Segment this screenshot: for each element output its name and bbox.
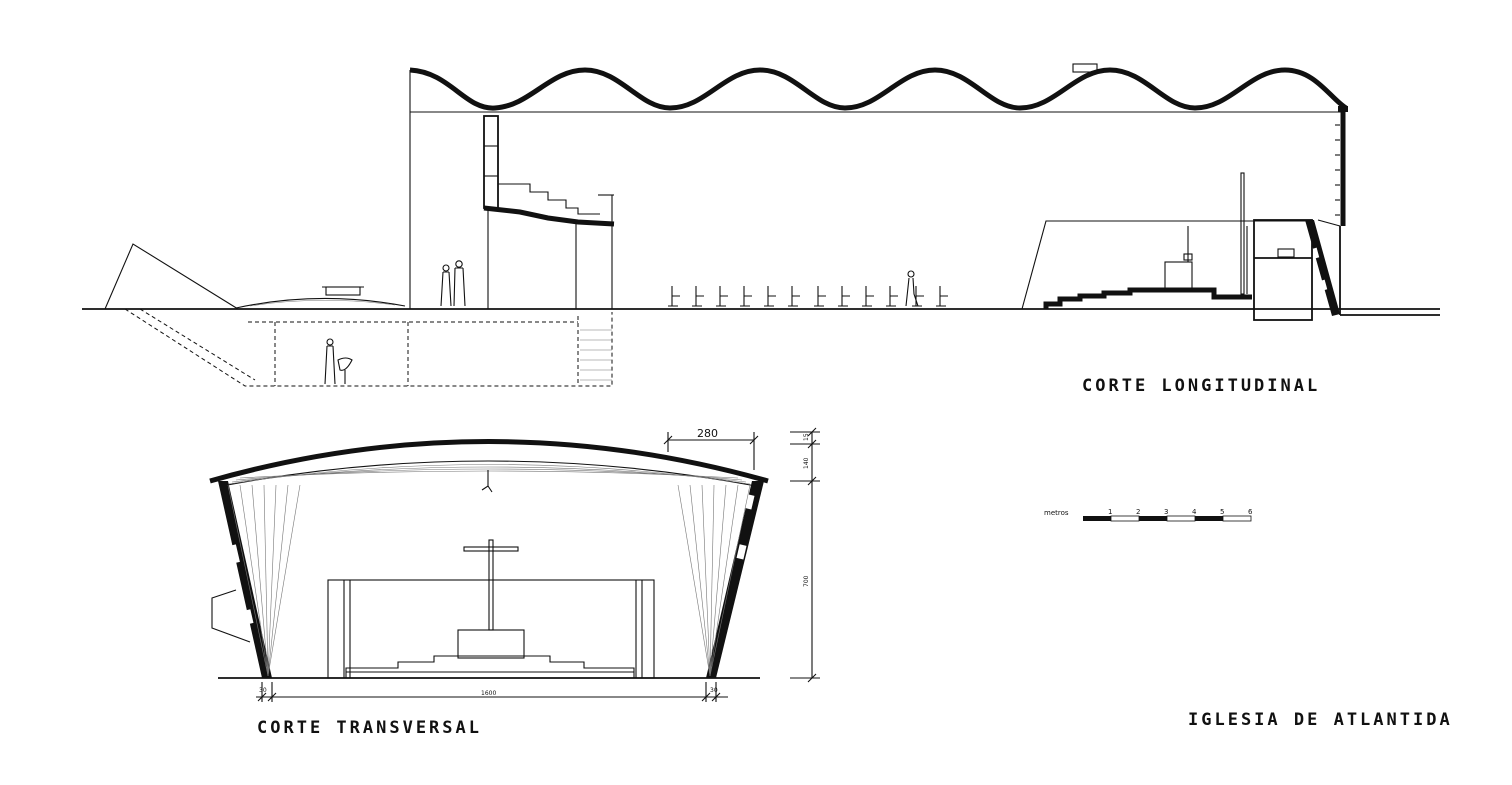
person-at-font-icon [324, 338, 353, 385]
dim-vault-rise-label: 280 [697, 427, 718, 440]
choir-slab [483, 205, 615, 227]
altar-steps-transversal [345, 655, 635, 678]
underground-hatch [580, 329, 612, 381]
title-transversal: CORTE TRANSVERSAL [257, 718, 482, 738]
tall-pole [1240, 172, 1245, 295]
left-triangle [104, 243, 239, 310]
title-building: IGLESIA DE ATLANTIDA [1188, 710, 1453, 730]
right-buttress-openings [1312, 247, 1328, 291]
altar-table [1164, 261, 1193, 291]
left-wall-window-1 [228, 544, 240, 564]
underground-ramp-inner [139, 308, 256, 381]
skylight [325, 286, 361, 296]
scale-bar: metros 1 2 3 4 5 6 [1044, 508, 1253, 522]
right-buttress [1305, 220, 1340, 316]
scale-bar-unit: metros [1044, 509, 1069, 517]
left-wall [218, 481, 272, 678]
dim-vault-rise [663, 432, 759, 470]
dim-vertical [790, 427, 820, 683]
altar-block [457, 629, 525, 659]
light-fan-left [227, 484, 301, 677]
scale-tick-1: 1 [1108, 508, 1112, 516]
scale-tick-4: 4 [1192, 508, 1197, 516]
dim-span-width: 1600 [481, 690, 496, 697]
scale-tick-3: 3 [1164, 508, 1168, 516]
left-wall-window-2 [242, 609, 254, 625]
vault-shading [227, 464, 751, 485]
light-fan-right [677, 484, 751, 677]
baptistery-mound-texture [249, 299, 396, 307]
altar-cross-icon [463, 539, 519, 631]
ceiling-hook [481, 470, 493, 493]
dim-top-thickness: 15 [803, 433, 810, 441]
underground-ramp [124, 308, 613, 387]
dim-wall-height: 700 [803, 575, 810, 587]
right-wall [706, 481, 764, 678]
transversal-vault [209, 439, 769, 484]
baptistery-mound [235, 297, 406, 309]
right-wall-angle [1317, 219, 1341, 227]
scale-tick-5: 5 [1220, 508, 1224, 516]
choir-column [483, 115, 499, 209]
sacristy-box [1253, 219, 1313, 321]
people-standing-icon [440, 260, 466, 307]
side-annex [211, 589, 251, 643]
undulating-roof [409, 67, 1348, 111]
altar-wall [1021, 220, 1310, 310]
dim-arch-height: 140 [803, 457, 810, 469]
transversal-section: 280 15 140 700 30 1600 [209, 427, 820, 702]
altar-frame [327, 579, 655, 679]
choir-stairs [498, 183, 600, 215]
dim-wall-right: 30 [710, 687, 718, 694]
pews [668, 286, 948, 307]
person-in-pew-icon [905, 270, 919, 307]
scale-tick-6: 6 [1248, 508, 1253, 516]
roof-skylight [1072, 63, 1098, 73]
altar-candle [1183, 253, 1193, 261]
longitudinal-section [82, 63, 1440, 387]
altar-steps [1043, 287, 1252, 309]
dim-span [256, 682, 728, 702]
dim-wall-left: 30 [259, 687, 267, 694]
roof-end-cap [1338, 106, 1348, 112]
right-wall-window-2 [736, 544, 747, 560]
scale-tick-2: 2 [1136, 508, 1140, 516]
transversal-ceiling [221, 460, 757, 487]
brick-texture [1335, 124, 1340, 216]
sacristy-item [1277, 248, 1295, 258]
title-longitudinal: CORTE LONGITUDINAL [1082, 376, 1320, 396]
